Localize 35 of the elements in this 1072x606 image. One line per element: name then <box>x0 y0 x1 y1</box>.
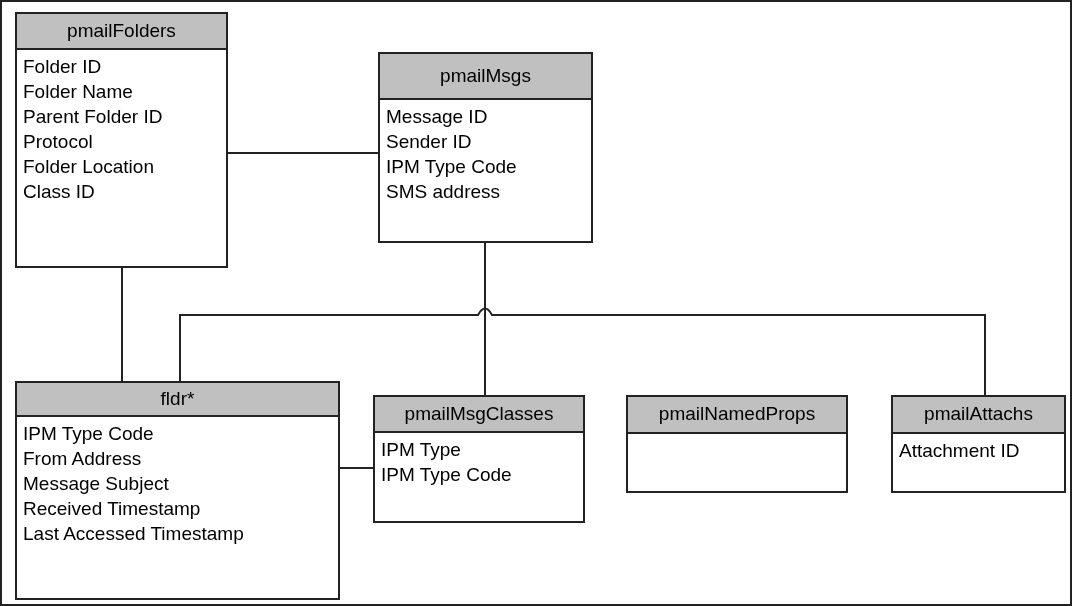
field-name: IPM Type Code <box>386 155 518 179</box>
connector-line <box>121 267 123 382</box>
field-name: IPM Type Code <box>381 463 513 487</box>
field-name: Last Accessed Timestamp <box>23 522 245 546</box>
table-box <box>15 12 228 268</box>
table-box <box>378 52 593 243</box>
table-box <box>15 381 340 600</box>
table-header: pmailNamedProps <box>628 397 846 434</box>
field-name: IPM Type Code <box>23 422 155 446</box>
field-name: Folder ID <box>23 55 103 79</box>
table-header: pmailMsgClasses <box>375 397 583 433</box>
field-name: Message Subject <box>23 472 170 496</box>
table-box <box>373 395 585 523</box>
connector-line <box>484 242 486 396</box>
table-box <box>891 395 1066 493</box>
field-name: Folder Location <box>23 155 155 179</box>
field-name: Received Timestamp <box>23 497 202 521</box>
table-box <box>626 395 848 493</box>
field-name: Folder Name <box>23 80 134 104</box>
connector-line <box>227 152 379 154</box>
field-name: Attachment ID <box>899 439 1021 463</box>
table-header: pmailMsgs <box>380 54 591 100</box>
field-name: SMS address <box>386 180 502 204</box>
field-name: Protocol <box>23 130 94 154</box>
table-header: pmailAttachs <box>893 397 1064 434</box>
connector-line <box>339 467 374 469</box>
field-name: Sender ID <box>386 130 473 154</box>
field-name: Class ID <box>23 180 96 204</box>
table-header: pmailFolders <box>17 14 226 50</box>
field-name: From Address <box>23 447 143 471</box>
field-name: Parent Folder ID <box>23 105 164 129</box>
field-name: IPM Type <box>381 438 462 462</box>
field-name: Message ID <box>386 105 489 129</box>
table-header: fldr* <box>17 383 338 417</box>
connector-line <box>179 307 986 396</box>
